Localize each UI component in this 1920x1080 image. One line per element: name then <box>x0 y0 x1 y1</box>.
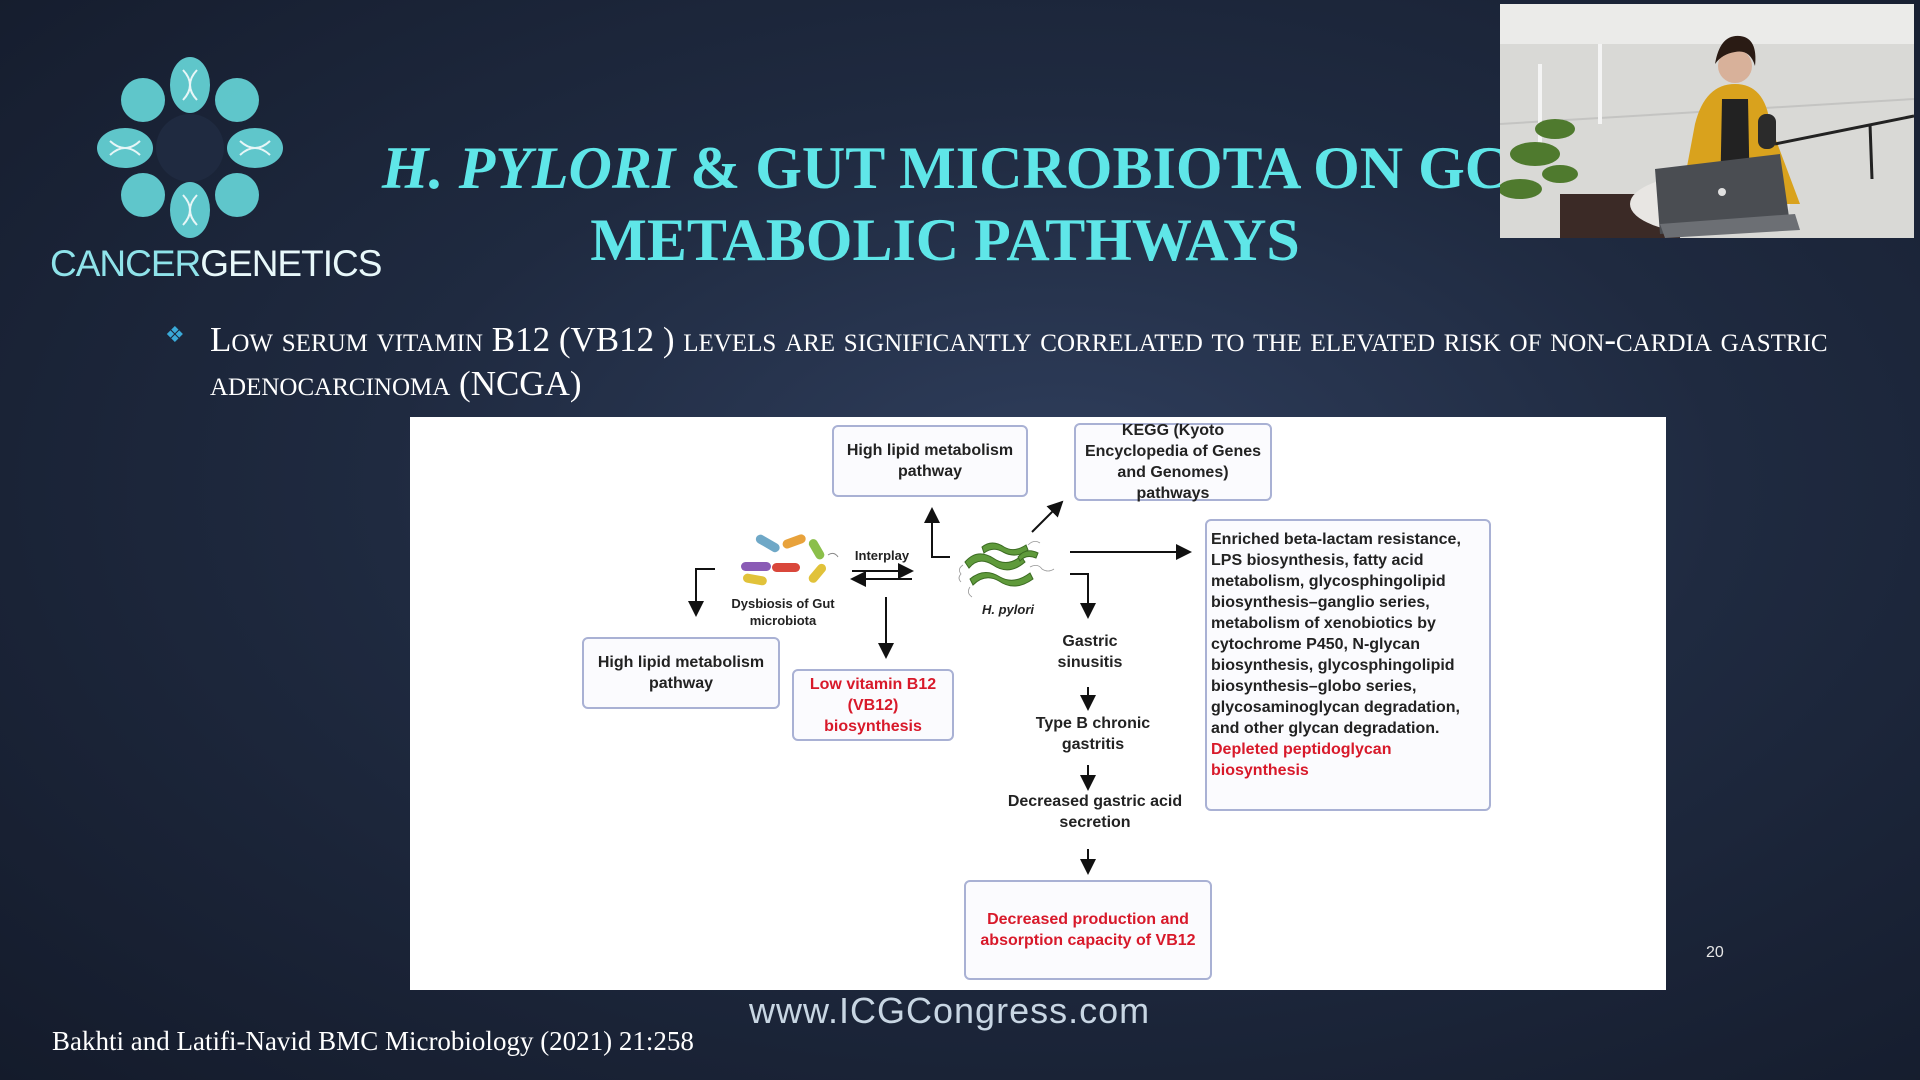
type-b-gastritis-label: Type B chronic gastritis <box>1035 715 1151 753</box>
decreased-production-box: Decreased production and absorption capa… <box>964 880 1212 980</box>
h-pylori-flagella <box>958 541 1055 598</box>
low-b12-box: Low vitamin B12 (VB12) biosynthesis <box>792 669 954 741</box>
figure-arrows <box>688 500 1192 875</box>
enriched-list: Enriched beta-lactam resistance, LPS bio… <box>1211 531 1461 737</box>
enriched-pathways-box: Enriched beta-lactam resistance, LPS bio… <box>1205 519 1491 811</box>
top-lipid-box: High lipid metabolism pathway <box>832 425 1028 497</box>
presenter-webcam-video <box>1500 4 1914 238</box>
arrow-to-gastric-sinusitis <box>1070 573 1096 619</box>
page-number: 20 <box>1706 944 1724 961</box>
presenter-video-frame <box>1500 4 1914 238</box>
dysbiosis-label: Dysbiosis of Gut microbiota <box>731 596 835 628</box>
dna-flower-logo-icon <box>97 57 283 238</box>
depleted-peptidoglycan: Depleted peptidoglycan biosynthesis <box>1211 741 1392 779</box>
left-lipid-box: High lipid metabolism pathway <box>582 637 780 709</box>
title-line1-rest: & GUT MICROBIOTA ON GC <box>675 135 1509 201</box>
decreased-acid-label: Decreased gastric acid secretion <box>1007 793 1183 831</box>
logo-wordmark: CANCERGENETICS <box>50 243 382 285</box>
enriched-pathways-text: Enriched beta-lactam resistance, LPS bio… <box>1211 529 1485 781</box>
title-line2: METABOLIC PATHWAYS <box>590 207 1300 273</box>
arrow-to-left-lipid <box>688 568 715 617</box>
citation: Bakhti and Latifi-Navid BMC Microbiology… <box>52 1026 694 1056</box>
logo-word-genetics: GENETICS <box>200 243 382 284</box>
slide-title: H. PYLORI & GUT MICROBIOTA ON GC METABOL… <box>370 132 1520 276</box>
cancer-genetics-logo: CANCERGENETICS <box>50 55 382 290</box>
bullet-diamond-icon: ❖ <box>165 322 185 347</box>
h-pylori-label: H. pylori <box>981 602 1034 617</box>
bacteria-cluster-icon <box>741 534 839 586</box>
pathway-figure: High lipid metabolism pathway KEGG (Kyot… <box>410 417 1666 990</box>
h-pylori-bacteria-icon <box>964 542 1039 587</box>
logo-word-cancer: CANCER <box>50 243 201 284</box>
bullet-point-text: Low serum vitamin B12 (VB12 ) levels are… <box>210 320 1828 403</box>
kegg-box: KEGG (Kyoto Encyclopedia of Genes and Ge… <box>1074 422 1272 502</box>
gastric-sinusitis-label: Gastric sinusitis <box>1057 633 1123 671</box>
congress-url: www.ICGCongress.com <box>749 990 1151 1031</box>
title-italic-part: H. PYLORI <box>381 135 676 201</box>
arrow-to-top-lipid <box>924 507 950 558</box>
interplay-label: Interplay <box>854 548 910 563</box>
arrow-to-kegg <box>1031 500 1064 533</box>
